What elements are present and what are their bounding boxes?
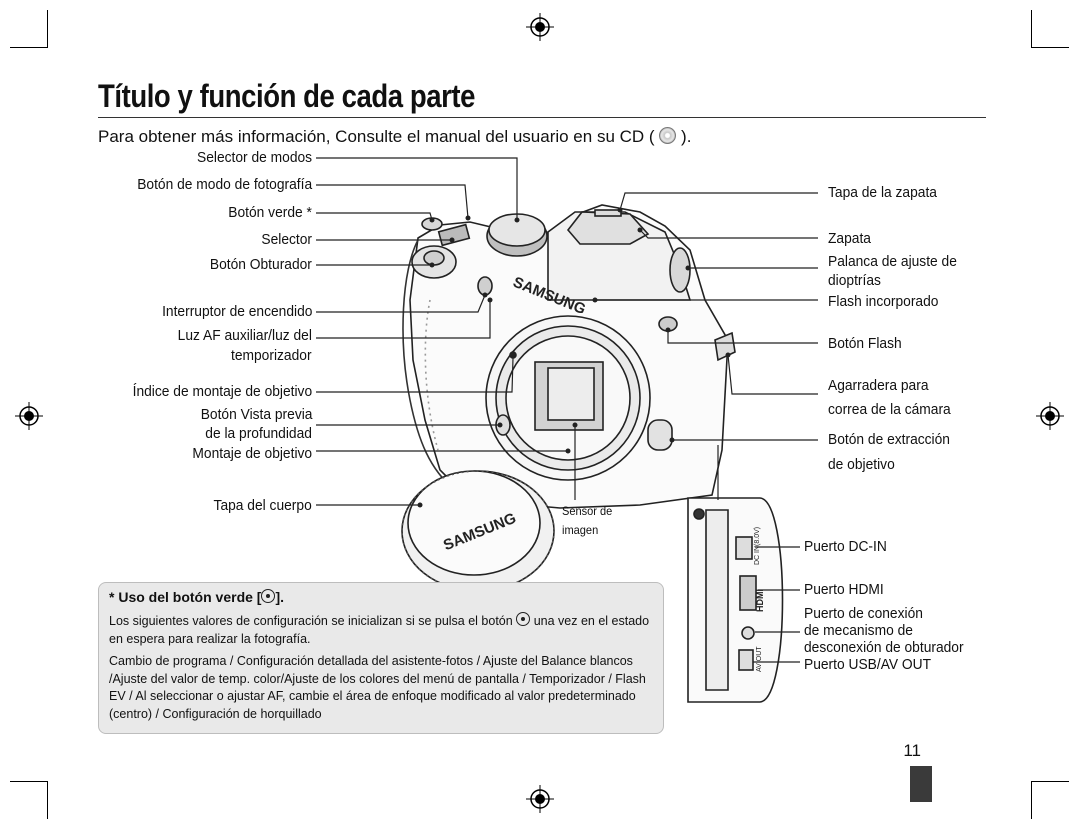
hdmi-port [739, 575, 757, 611]
lens-release-button [647, 419, 673, 451]
label-lens-mount: Montaje de objetivo [192, 445, 312, 462]
port-panel [687, 497, 784, 703]
label-strap-lug-line2: correa de la cámara [828, 401, 951, 418]
registration-mark-icon [526, 785, 554, 813]
green-button-note: * Uso del botón verde []. Los siguientes… [98, 582, 664, 734]
label-mount-index: Índice de montaje de objetivo [132, 383, 312, 400]
registration-mark-icon [526, 13, 554, 41]
label-flash-button: Botón Flash [828, 335, 902, 352]
green-button-icon [261, 589, 276, 603]
registration-mark-icon [1036, 402, 1064, 430]
label-body-cap: Tapa del cuerpo [213, 497, 312, 514]
crop-mark [1031, 781, 1069, 782]
crop-mark [1031, 47, 1069, 48]
strap-lug [714, 331, 736, 362]
shutter-release-port [741, 626, 755, 640]
label-usb-av: Puerto USB/AV OUT [804, 656, 932, 673]
svg-text:DC IN(8.0V): DC IN(8.0V) [754, 527, 761, 565]
label-shutter-button: Botón Obturador [209, 256, 312, 273]
label-hdmi: Puerto HDMI [804, 581, 884, 598]
label-selector: Selector [261, 231, 312, 248]
label-diopter-line1: Palanca de ajuste de [828, 253, 957, 270]
crop-mark [1031, 781, 1032, 819]
label-depth-preview-line1: Botón Vista previa [200, 406, 312, 423]
label-strap-lug-line1: Agarradera para [828, 377, 929, 394]
intro-prefix: Para obtener más información, Consulte e… [98, 127, 655, 146]
title-rule [98, 117, 986, 118]
note-paragraph-1: Los siguientes valores de configuración … [109, 612, 650, 646]
label-sensor-line1: Sensor de [562, 504, 613, 518]
label-depth-preview-line2: de la profundidad [205, 425, 312, 442]
label-shutter-port-line1: Puerto de conexión [804, 605, 923, 622]
green-button-icon [516, 612, 531, 626]
label-sensor-line2: imagen [562, 523, 599, 537]
page-number: 11 [903, 741, 921, 760]
label-shutter-port-line2: de mecanismo de [804, 622, 913, 639]
label-af-lamp-line1: Luz AF auxiliar/luz del [177, 327, 312, 344]
label-mode-dial: Selector de modos [196, 149, 312, 166]
label-shutter-port-line3: desconexión de obturador [804, 639, 964, 656]
af-lamp [477, 276, 493, 296]
page-title: Título y función de cada parte [98, 78, 476, 114]
note-heading: * Uso del botón verde []. [109, 589, 285, 605]
label-lens-release-line1: Botón de extracción [828, 431, 950, 448]
page-tab [910, 766, 932, 802]
camera-grip [402, 239, 456, 491]
svg-text:AV OUT: AV OUT [756, 646, 763, 672]
usb-av-port [738, 649, 754, 671]
label-photo-mode-button: Botón de modo de fotografía [137, 176, 312, 193]
cd-icon [659, 127, 677, 144]
crop-mark [10, 781, 48, 782]
label-hot-shoe: Zapata [828, 230, 871, 247]
label-power-switch: Interruptor de encendido [161, 303, 312, 320]
body-cap [401, 470, 555, 592]
crop-mark [47, 781, 48, 819]
intro-text: Para obtener más información, Consulte e… [98, 127, 691, 147]
dc-in-port [735, 536, 753, 560]
crop-mark [1031, 10, 1032, 48]
hot-shoe [566, 211, 650, 245]
label-shoe-cover: Tapa de la zapata [828, 184, 937, 201]
label-diopter-line2: dioptrías [828, 272, 881, 289]
crop-mark [10, 47, 48, 48]
registration-mark-icon [15, 402, 43, 430]
label-built-in-flash: Flash incorporado [828, 293, 939, 310]
note-paragraph-2: Cambio de programa / Configuración detal… [109, 654, 646, 721]
crop-mark [47, 10, 48, 48]
svg-text:HDMI: HDMI [755, 589, 765, 612]
label-af-lamp-line2: temporizador [231, 347, 312, 364]
label-green-button: Botón verde * [228, 204, 312, 221]
diopter-lever [669, 247, 691, 293]
label-lens-release-line2: de objetivo [828, 456, 895, 473]
intro-suffix: ). [681, 127, 692, 146]
label-dc-in: Puerto DC-IN [804, 538, 887, 555]
